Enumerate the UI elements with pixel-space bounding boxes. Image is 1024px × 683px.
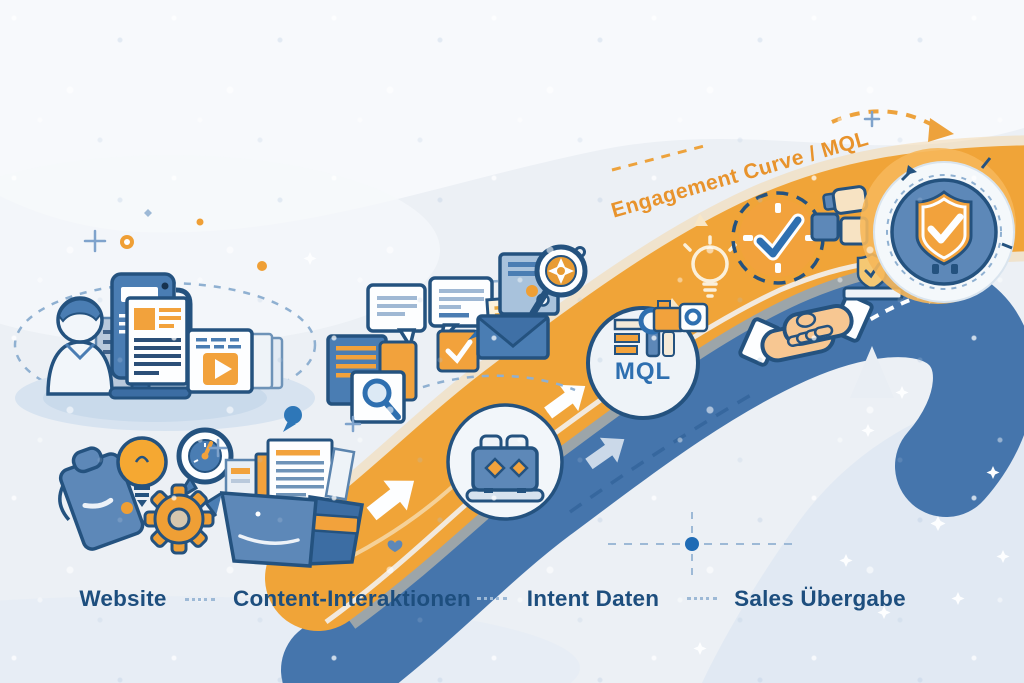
- white-arrow-icon: [585, 437, 625, 470]
- video-player-icon: [186, 328, 254, 394]
- idea-bulb-icon: [683, 235, 737, 298]
- white-arrow-icon: [366, 480, 415, 521]
- website-cluster: [46, 272, 284, 400]
- dashed-arrow-icon: [831, 109, 939, 130]
- document-box-icon: [203, 438, 365, 568]
- flow-arrows: [366, 384, 625, 521]
- content-cluster: [283, 244, 588, 432]
- orange-dot: [526, 285, 538, 297]
- heart-icon: [387, 540, 403, 552]
- user-icon: [46, 296, 114, 396]
- confetti: [694, 214, 708, 226]
- white-arrow-icon: [544, 384, 586, 419]
- clock-check-icon: [731, 191, 825, 285]
- dashed-orbit: [13, 281, 317, 409]
- stage-separator: [185, 598, 215, 601]
- chat-bubble-icon: [366, 283, 427, 351]
- webpage-icon: [125, 287, 193, 386]
- lightbulb-icon: [116, 436, 168, 507]
- handshake-icon: [738, 293, 874, 367]
- briefcase-icon: [446, 403, 564, 521]
- arrowhead: [928, 118, 954, 142]
- band-notch: [850, 346, 894, 398]
- dashed-line: [611, 144, 705, 172]
- stage-separator: [477, 597, 507, 600]
- sparkles: [83, 110, 1010, 655]
- document-search-icon: [326, 334, 418, 424]
- shield-check-badge-icon: [860, 148, 1016, 304]
- speed-dashes: [568, 390, 757, 514]
- crosshair-dot-icon: [685, 537, 699, 551]
- gear-icon: [143, 483, 215, 555]
- stage-separator: [687, 597, 717, 600]
- cubes-icon: [810, 185, 869, 246]
- mql-search-icon: [586, 306, 700, 420]
- gear-magnifier-icon: [529, 244, 588, 317]
- camera-icon: [652, 300, 709, 333]
- research-cluster: [58, 427, 365, 568]
- speech-dot-icon: [283, 406, 302, 432]
